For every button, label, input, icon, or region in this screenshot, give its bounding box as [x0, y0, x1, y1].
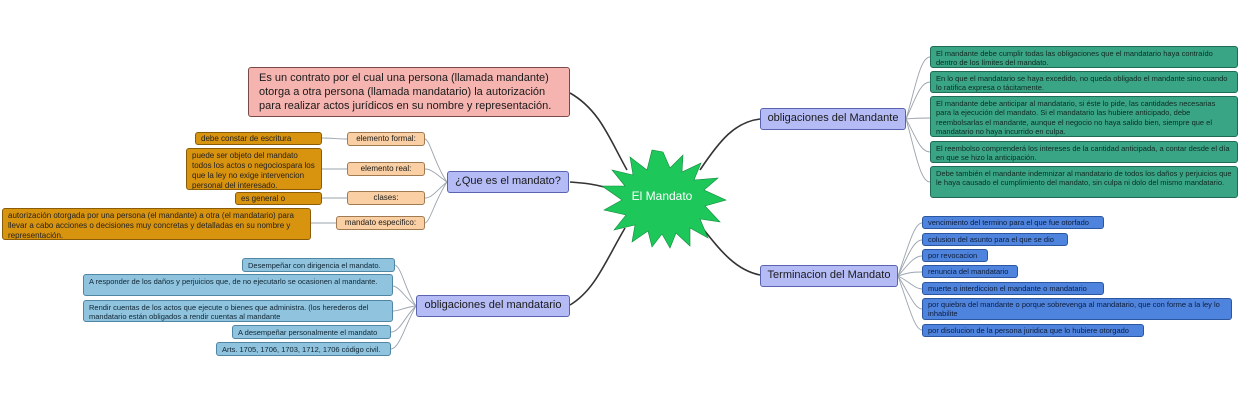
branch-obligaciones-del-mandatario[interactable]: obligaciones del mandatario — [416, 295, 570, 317]
link-definition — [569, 92, 628, 171]
element-real-detail[interactable]: puede ser objeto del mandato todos los a… — [186, 148, 322, 190]
obligacion-mandante-item[interactable]: El mandante debe cumplir todas las oblig… — [930, 46, 1238, 68]
central-topic[interactable]: El Mandato — [631, 189, 693, 203]
obligacion-mandante-item[interactable]: El reembolso comprenderá los intereses d… — [930, 141, 1238, 163]
mandato-especifico-label[interactable]: mandato especifico: — [336, 216, 425, 230]
link-terminacion — [699, 224, 761, 276]
link-obligaciones-mandatario — [569, 227, 626, 306]
clases-label[interactable]: clases: — [347, 191, 425, 205]
obligacion-mandatario-item[interactable]: Desempeñar con dirigencia el mandato. — [242, 258, 395, 272]
terminacion-item[interactable]: colusion del asunto para el que se dio — [922, 233, 1068, 246]
clases-detail[interactable]: es general o especial — [235, 192, 322, 205]
obligacion-mandatario-item[interactable]: A desempeñar personalmente el mandato — [232, 325, 391, 339]
terminacion-item[interactable]: por disolucion de la persona juridica qu… — [922, 324, 1144, 337]
branch-obligaciones-del-mandante[interactable]: obligaciones del Mandante — [760, 108, 906, 130]
obligacion-mandante-item[interactable]: Debe también el mandante indemnizar al m… — [930, 166, 1238, 198]
obligacion-mandatario-item[interactable]: Arts. 1705, 1706, 1703, 1712, 1706 códig… — [216, 342, 391, 356]
branch-terminacion-del-mandato[interactable]: Terminacion del Mandato — [760, 265, 898, 287]
terminacion-item[interactable]: muerte o interdiccion el mandante o mand… — [922, 282, 1104, 295]
mandato-especifico-detail[interactable]: autorización otorgada por una persona (e… — [2, 208, 311, 240]
element-formal-detail[interactable]: debe constar de escritura publica — [195, 132, 322, 145]
obligacion-mandatario-item[interactable]: A responder de los daños y perjuicios qu… — [83, 274, 393, 296]
branch-que-es-el-mandato[interactable]: ¿Que es el mandato? — [447, 171, 569, 193]
terminacion-item[interactable]: por quiebra del mandante o porque sobrev… — [922, 298, 1232, 320]
element-formal-label[interactable]: elemento formal: — [347, 132, 425, 146]
obligacion-mandatario-item[interactable]: Rendir cuentas de los actos que ejecute … — [83, 300, 393, 322]
obligacion-mandante-item[interactable]: En lo que el mandatario se haya excedido… — [930, 71, 1238, 93]
obligacion-mandante-item[interactable]: El mandante debe anticipar al mandatario… — [930, 96, 1238, 137]
terminacion-item[interactable]: por revocacion — [922, 249, 988, 262]
center-splash-shape — [601, 149, 727, 249]
terminacion-item[interactable]: renuncia del mandatario — [922, 265, 1018, 278]
terminacion-item[interactable]: vencimiento del termino para el que fue … — [922, 216, 1104, 229]
link-obligaciones-mandante — [699, 118, 761, 171]
element-real-label[interactable]: elemento real: — [347, 162, 425, 176]
definition-node[interactable]: Es un contrato por el cual una persona (… — [248, 67, 570, 117]
